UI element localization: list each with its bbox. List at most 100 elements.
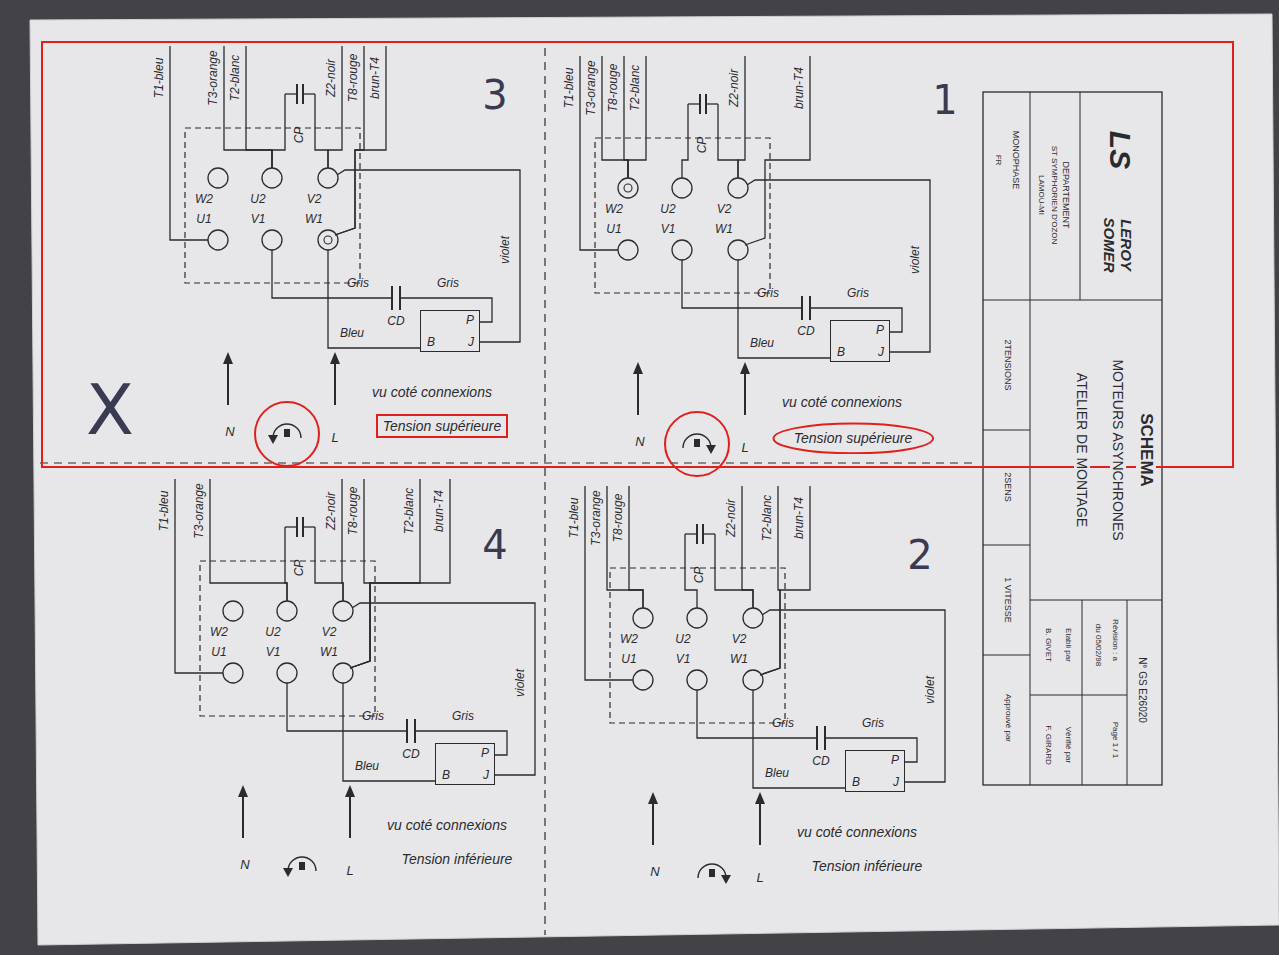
arrow-head <box>648 792 658 804</box>
wire <box>585 486 633 680</box>
wire-label: violet <box>514 669 528 697</box>
view-note: vu coté connexions <box>797 824 917 840</box>
terminal-circle <box>743 608 763 628</box>
cross-mark: X <box>86 370 134 451</box>
wire-label: Bleu <box>340 327 364 341</box>
terminal-label: U1 <box>196 213 211 227</box>
node-text: J <box>878 345 884 359</box>
wire-label: T1-bleu <box>153 58 167 99</box>
node-text: P <box>466 313 474 327</box>
title-block-text: Etabli par <box>1063 626 1072 664</box>
terminal-circle <box>262 168 282 188</box>
voltage-note: Tension inférieure <box>402 851 513 867</box>
wire <box>629 486 643 608</box>
title-block-text: ST SYMPHORIEN D'OZON <box>1049 144 1058 247</box>
table-rule <box>983 655 1030 656</box>
node-text: J <box>468 335 474 349</box>
wire <box>224 46 272 168</box>
capacitor-label: CP <box>293 560 307 577</box>
rotation-dot <box>284 429 290 437</box>
relay-box: PJB <box>845 750 905 792</box>
wire-label: violet <box>909 246 923 274</box>
arrow-head <box>721 875 731 884</box>
wire-label: Z2-noir <box>728 69 742 107</box>
arrow-head <box>345 785 355 797</box>
title-block-text: Révision : a <box>1110 617 1119 663</box>
rotation-dot <box>709 869 715 877</box>
wire-label: Z2-noir <box>325 59 339 97</box>
title-block-frame <box>983 92 1162 785</box>
terminal-label: V2 <box>307 193 322 207</box>
wire-label: Gris <box>347 277 369 291</box>
arrow-head <box>268 435 278 444</box>
wire <box>303 526 315 527</box>
wire <box>337 170 520 342</box>
node-text: B <box>837 345 845 359</box>
terminal-circle <box>624 184 632 192</box>
wire-label: Gris <box>862 717 884 731</box>
wire <box>287 683 407 731</box>
wire <box>170 46 208 240</box>
terminal-circle <box>743 670 763 690</box>
wire-label: T3-orange <box>585 60 599 115</box>
terminal-label: U1 <box>211 646 226 660</box>
wire-label: brun-T4 <box>793 497 807 539</box>
terminal-label: U2 <box>250 193 265 207</box>
capacitor-symbol <box>391 286 393 310</box>
wire <box>352 603 535 775</box>
wire <box>685 533 697 534</box>
arrow-head <box>330 352 340 364</box>
wire-label: violet <box>499 236 513 264</box>
node-text: J <box>483 768 489 782</box>
terminal-label: W1 <box>730 653 748 667</box>
view-note: vu coté connexions <box>372 384 492 400</box>
wire <box>760 486 780 675</box>
wire <box>718 104 738 178</box>
title-block-text: MONOPHASE <box>1011 129 1021 192</box>
sheet-title: SCHEMA <box>1136 411 1156 489</box>
terminal-circle <box>633 670 653 690</box>
wire-label: brun-T4 <box>433 490 447 532</box>
table-rule <box>1127 600 1128 785</box>
wire-label: brun-T4 <box>369 57 383 99</box>
rotation-dot <box>694 439 700 447</box>
terminal-circle <box>277 663 297 683</box>
capacitor-label: CD <box>402 748 419 762</box>
node-text: P <box>481 746 489 760</box>
title-block-text: 2SENS <box>1003 470 1013 504</box>
terminal-label: V2 <box>717 203 732 217</box>
terminal-label: V1 <box>661 223 676 237</box>
node-text: P <box>876 323 884 337</box>
supply-arrow <box>227 362 229 405</box>
wire-label: T8-rouge <box>347 54 361 103</box>
node-text: Tension supérieure <box>383 418 502 435</box>
terminal-circle <box>208 230 228 250</box>
wire <box>343 683 435 781</box>
wire-label: T1-bleu <box>563 68 577 109</box>
table-rule <box>1082 600 1083 785</box>
wire-label: brun-T4 <box>793 67 807 109</box>
wire <box>272 94 285 168</box>
wire <box>315 527 343 601</box>
terminal-circle <box>223 601 243 621</box>
panel-number: 3 <box>482 72 507 118</box>
wire-label: violet <box>924 676 938 704</box>
supply-label: L <box>756 871 763 886</box>
wire <box>682 104 688 178</box>
title-block-text: MOTEURS ASYNCHRONES <box>1110 357 1126 542</box>
title-block-text: ATELIER DE MONTAGE <box>1074 371 1090 529</box>
highlight-circle <box>255 402 319 466</box>
terminal-circle <box>333 601 353 621</box>
wire-label: Gris <box>757 287 779 301</box>
supply-arrow <box>744 372 746 415</box>
terminal-label: U1 <box>621 653 636 667</box>
terminal-label: W2 <box>210 626 228 640</box>
wire-label: T3-orange <box>193 483 207 538</box>
supply-label: N <box>225 425 234 440</box>
wire-label: Z2-noir <box>325 492 339 530</box>
title-block-text: B. GIVET <box>1043 626 1052 664</box>
capacitor-label: CP <box>293 127 307 144</box>
wire <box>602 56 628 178</box>
voltage-note: Tension inférieure <box>812 858 923 874</box>
